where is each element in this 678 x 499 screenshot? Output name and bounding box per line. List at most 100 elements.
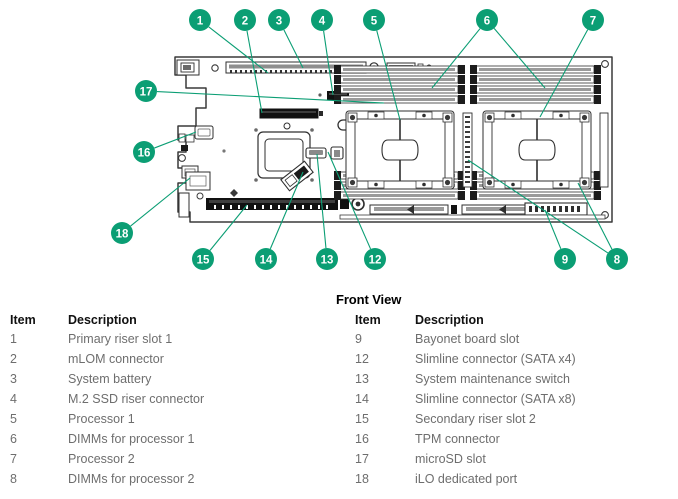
processor-2-socket (482, 110, 592, 190)
dimms-processor-2-upper (470, 65, 601, 104)
airflow-vent (462, 112, 609, 188)
legend-table: Item Description 1 Primary riser slot 1 2 m… (10, 313, 204, 492)
bayonet-board-slot (369, 202, 588, 216)
legend-item-number: 9 (355, 332, 362, 346)
mlom-connector (259, 108, 323, 130)
callout-bubble (582, 9, 604, 31)
legend-row: 3 System battery (10, 372, 204, 392)
legend-item-number: 14 (355, 392, 369, 406)
callout-number: 13 (321, 254, 334, 266)
callout-14: 14 (255, 248, 277, 270)
callout-bubble (268, 9, 290, 31)
callout-leader-line (323, 30, 334, 96)
legend-item-number: 3 (10, 372, 17, 386)
callout-leader-line (467, 159, 609, 254)
legend-header-row: Item Description (10, 313, 204, 332)
callout-number: 3 (276, 15, 282, 27)
legend-header-row: Item Description (355, 313, 576, 332)
legend-header-description: Description (68, 313, 137, 327)
legend-item-description: M.2 SSD riser connector (68, 392, 205, 406)
callout-number: 15 (197, 254, 210, 266)
callout-bubble (606, 248, 628, 270)
callout-bubble (234, 9, 256, 31)
callout-18: 18 (111, 222, 133, 244)
legend-header-item: Item (10, 313, 36, 327)
legend-item-description: Processor 2 (68, 452, 135, 466)
callout-leader-line (577, 182, 613, 250)
callout-leader-line (130, 177, 191, 227)
callout-number: 18 (116, 228, 129, 240)
callout-6: 6 (476, 9, 498, 31)
legend-table-right: Item Description 9 Bayonet board slot 12 Sl… (355, 313, 576, 492)
callout-bubble (135, 80, 157, 102)
callout-1: 1 (189, 9, 211, 31)
legend-item-description: Primary riser slot 1 (68, 332, 173, 346)
dimms-processor-2-lower (470, 171, 601, 200)
callout-9: 9 (554, 248, 576, 270)
callout-bubble (476, 9, 498, 31)
secondary-riser-slot-2 (206, 197, 365, 211)
front-edge-trim (339, 214, 606, 220)
callout-13: 13 (316, 248, 338, 270)
legend-item-description: iLO dedicated port (415, 472, 518, 486)
legend-item-description: System battery (68, 372, 152, 386)
callout-leader-line (316, 153, 327, 249)
callout-number: 9 (562, 254, 568, 266)
legend-item-number: 8 (10, 472, 17, 486)
callout-16: 16 (133, 141, 155, 163)
callout-2: 2 (234, 9, 256, 31)
callout-leader-line (246, 30, 263, 114)
callout-bubble (133, 141, 155, 163)
legend-item-description: Processor 1 (68, 412, 135, 426)
legend-item-description: Slimline connector (SATA x4) (415, 352, 576, 366)
legend-item-number: 17 (355, 452, 369, 466)
processor-1-socket (345, 110, 455, 190)
legend-item-description: Secondary riser slot 2 (415, 412, 536, 426)
callout-leader-line (208, 26, 269, 74)
callout-bubble (111, 222, 133, 244)
rear-edge-connectors (176, 59, 214, 218)
legend-item-description: TPM connector (415, 432, 500, 446)
legend-row: 1 Primary riser slot 1 (10, 332, 204, 352)
callout-4: 4 (311, 9, 333, 31)
callout-number: 6 (484, 15, 490, 27)
callout-number: 7 (590, 15, 596, 27)
callout-leader-line (539, 29, 589, 118)
legend-row: 9 Bayonet board slot (355, 332, 576, 352)
legend-table: Item Description 9 Bayonet board slot 12 Sl… (355, 313, 576, 492)
callout-leader-line (544, 209, 562, 250)
callout-bubble (554, 248, 576, 270)
legend-header-description: Description (415, 313, 484, 327)
legend-item-number: 5 (10, 412, 17, 426)
callout-15: 15 (192, 248, 214, 270)
dimms-processor-1-lower (334, 171, 465, 200)
legend-item-number: 13 (355, 372, 369, 386)
callout-leader-line (269, 171, 304, 250)
legend-item-description: mLOM connector (68, 352, 164, 366)
callout-number: 12 (369, 254, 382, 266)
callout-7: 7 (582, 9, 604, 31)
callout-12: 12 (364, 248, 386, 270)
callout-number: 8 (614, 254, 621, 266)
callout-bubble (192, 248, 214, 270)
callout-number: 17 (140, 86, 153, 98)
callout-number: 1 (197, 15, 204, 27)
legend-item-number: 1 (10, 332, 17, 346)
legend-row: 5 Processor 1 (10, 412, 204, 432)
legend-item-number: 12 (355, 352, 369, 366)
legend-item-description: Bayonet board slot (415, 332, 520, 346)
callout-bubble (316, 248, 338, 270)
legend-item-number: 15 (355, 412, 369, 426)
legend-item-number: 2 (10, 352, 17, 366)
dimms-processor-1-upper (334, 65, 465, 104)
legend-item-number: 7 (10, 452, 17, 466)
